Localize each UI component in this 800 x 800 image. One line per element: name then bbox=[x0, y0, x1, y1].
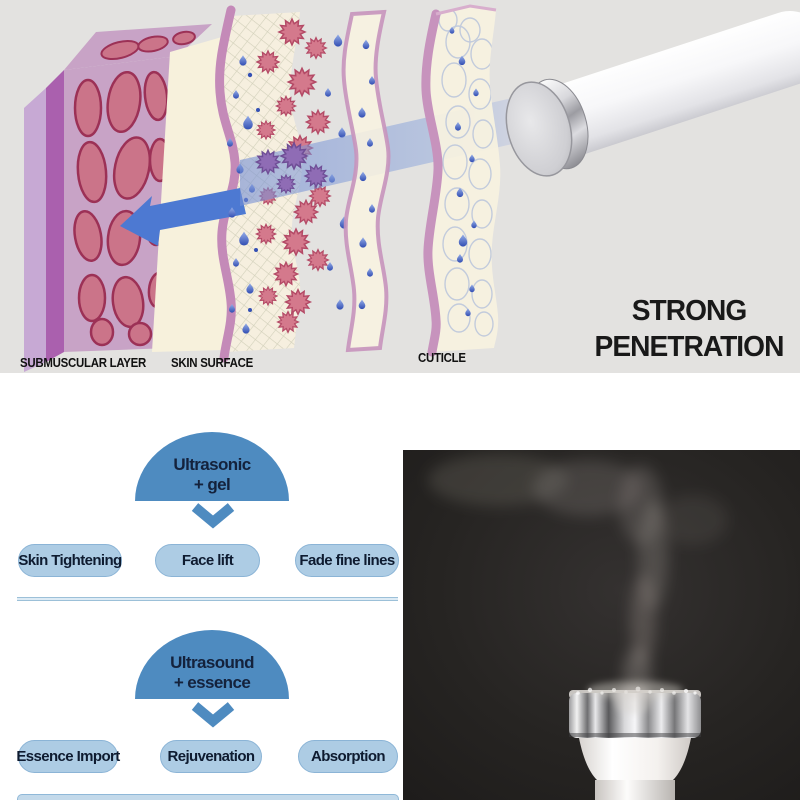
penetration-arrow bbox=[120, 188, 246, 246]
cuticle-label: CUTICLE bbox=[418, 350, 466, 365]
pill-rejuvenation-text: Rejuvenation bbox=[167, 748, 256, 765]
dome-ultrasonic-gel: Ultrasonic + gel bbox=[135, 432, 289, 501]
probe-head-face bbox=[505, 81, 573, 177]
dome1-line2: + gel bbox=[193, 475, 231, 494]
mist-plume bbox=[428, 454, 728, 703]
pill-essence-import-text: Essence Import bbox=[16, 748, 120, 765]
submuscular-layer-label: SUBMUSCULAR LAYER bbox=[20, 355, 146, 370]
pill-face-lift-text: Face lift bbox=[181, 552, 234, 569]
dome1-line1: Ultrasonic bbox=[173, 455, 251, 474]
penetration-diagram-section: SUBMUSCULAR LAYER SKIN SURFACE CUTICLE S… bbox=[0, 0, 800, 373]
skin-surface-label: SKIN SURFACE bbox=[171, 355, 253, 370]
inner-skin-layer-art bbox=[341, 9, 391, 353]
dome-ultrasound-essence: Ultrasound + essence bbox=[135, 630, 289, 699]
pill-essence-import: Essence Import bbox=[16, 740, 120, 773]
cuticle-text: CUTICLE bbox=[418, 350, 466, 365]
section-divider bbox=[17, 597, 398, 601]
pill-fade-fine-lines: Fade fine lines bbox=[295, 544, 399, 577]
pill-absorption-text: Absorption bbox=[311, 748, 386, 765]
pill-skin-tightening: Skin Tightening bbox=[18, 544, 122, 577]
pill-absorption: Absorption bbox=[298, 740, 398, 773]
ultrasonic-probe bbox=[505, 11, 800, 177]
chevron-down-icon bbox=[191, 702, 235, 728]
skin-surface-text: SKIN SURFACE bbox=[171, 355, 254, 370]
dome2-line2: + essence bbox=[173, 673, 251, 692]
device-mist-photo bbox=[403, 450, 800, 800]
bottom-divider-bar bbox=[17, 794, 399, 800]
headline-line1: STRONG bbox=[631, 295, 747, 327]
headline-line2: PENETRATION bbox=[594, 331, 785, 363]
pill-skin-tightening-text: Skin Tightening bbox=[18, 552, 122, 569]
probe-handle bbox=[521, 11, 800, 161]
cuticle-layer-art bbox=[421, 4, 501, 357]
pill-rejuvenation: Rejuvenation bbox=[160, 740, 262, 773]
skin-layers-illustration bbox=[24, 4, 800, 372]
pill-fade-fine-lines-text: Fade fine lines bbox=[299, 552, 395, 569]
chevron-down-icon bbox=[191, 503, 235, 529]
dome2-line1: Ultrasound bbox=[170, 653, 254, 672]
submuscular-layer-text: SUBMUSCULAR LAYER bbox=[20, 355, 147, 370]
pill-face-lift: Face lift bbox=[155, 544, 260, 577]
mist-at-head bbox=[587, 681, 683, 714]
strong-penetration-headline: STRONG PENETRATION bbox=[586, 293, 792, 365]
